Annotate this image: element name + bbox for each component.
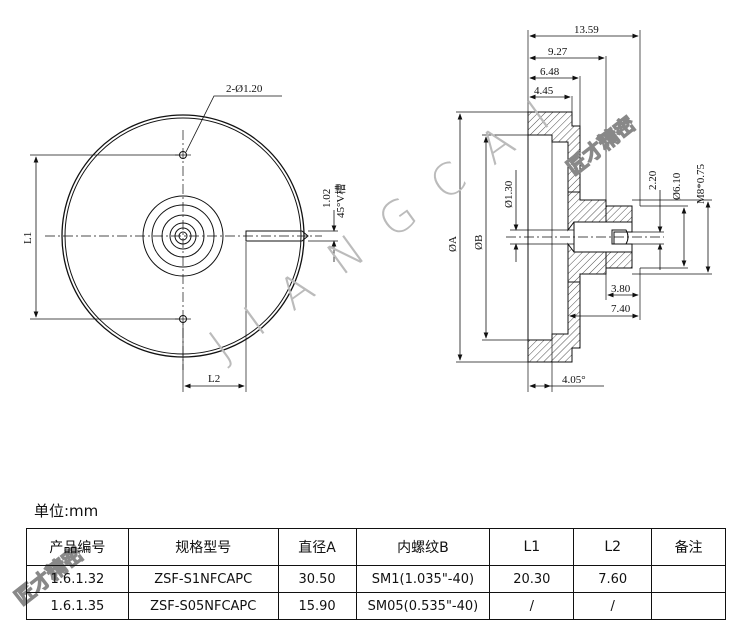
cell-l1: 20.30 [489,565,575,593]
cell-thread-b: SM05(0.535"-40) [355,592,491,620]
dim-13-59: 13.59 [574,24,599,36]
dim-3-80: 3.80 [611,283,631,295]
dim-9-27: 9.27 [548,46,568,58]
pin-dia-label: Ø1.30 [503,180,515,208]
threaded-nose [605,205,633,223]
l2-label: L2 [208,373,220,385]
dia-a-label: ØA [447,236,459,252]
dim-6-48: 6.48 [540,66,560,78]
v-slot [245,230,309,242]
dim-6-10: Ø6.10 [671,172,683,200]
front-view [30,95,338,392]
dim-m8: M8*0.75 [695,163,707,204]
spec-table: 产品编号 规格型号 直径A 内螺纹B L1 L2 备注 1.6.1.32 ZSF… [26,528,726,620]
side-view-dims [456,30,712,392]
slot-width-label: 1.02 [321,189,333,208]
table-row: 1.6.1.35 ZSF-S05NFCAPC 15.90 SM05(0.535"… [26,592,726,620]
header-thread-b: 内螺纹B [355,528,491,566]
cell-product-no: 1.6.1.35 [26,592,129,620]
holes-callout: 2-Ø1.20 [226,83,263,95]
dim-7-40: 7.40 [611,303,631,315]
flange-bottom [527,281,581,363]
dim-4-45: 4.45 [534,85,554,97]
front-view-labels: 2-Ø1.20 L1 L2 1.02 45°V槽 [22,83,347,385]
slot-note-label: 45°V槽 [334,184,347,218]
header-remarks: 备注 [651,528,726,566]
cell-diameter-a: 30.50 [277,565,357,593]
cell-product-no: 1.6.1.32 [26,565,129,593]
table-row: 1.6.1.32 ZSF-S1NFCAPC 30.50 SM1(1.035"-4… [26,565,726,593]
header-diameter-a: 直径A [277,528,357,566]
header-model: 规格型号 [127,528,279,566]
threaded-nose-lower [605,251,633,269]
l1-label: L1 [22,232,34,244]
table-header-row: 产品编号 规格型号 直径A 内螺纹B L1 L2 备注 [26,528,726,566]
header-l1: L1 [489,528,575,566]
cell-diameter-a: 15.90 [277,592,357,620]
side-view-labels: 13.59 9.27 6.48 4.45 ØA ØB Ø1.30 2.20 Ø6… [447,24,707,386]
pin-tip [611,229,629,245]
header-product-no: 产品编号 [26,528,129,566]
cell-l2: 7.60 [573,565,653,593]
side-view [506,111,664,363]
cell-remarks [651,592,726,620]
cell-l2: / [573,592,653,620]
cell-thread-b: SM1(1.035"-40) [355,565,491,593]
unit-label: 单位:mm [34,502,99,520]
dia-b-label: ØB [473,235,485,250]
cell-model: ZSF-S05NFCAPC [127,592,279,620]
cell-l1: / [489,592,575,620]
header-l2: L2 [573,528,653,566]
dim-4-05: 4.05° [562,374,586,386]
cell-remarks [651,565,726,593]
dim-2-20: 2.20 [647,170,659,190]
cell-model: ZSF-S1NFCAPC [127,565,279,593]
